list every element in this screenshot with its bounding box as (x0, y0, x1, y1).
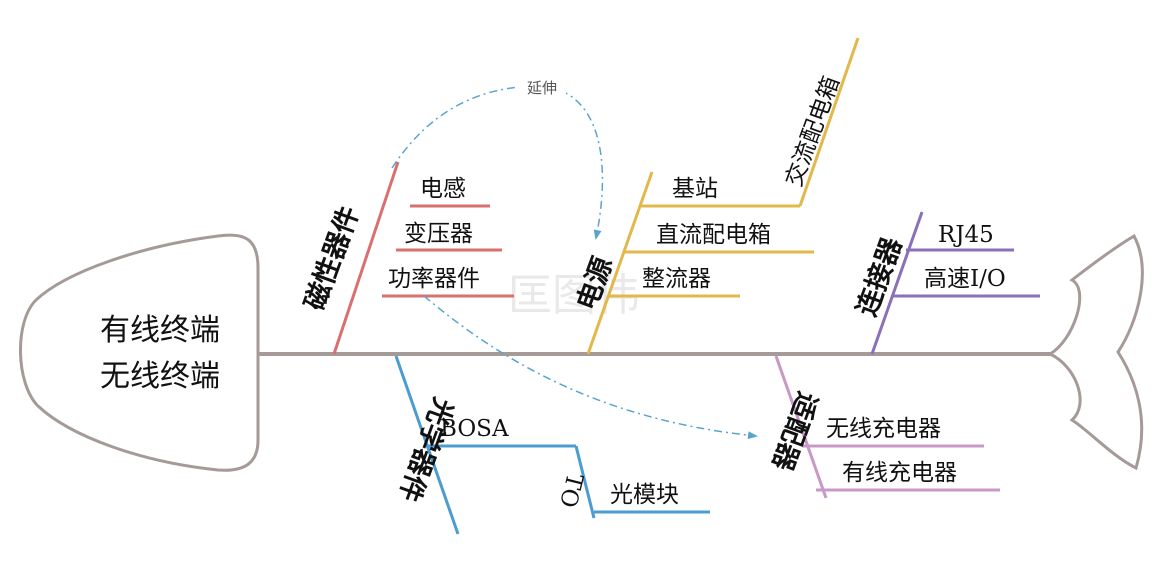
fish-tail (1046, 233, 1144, 471)
item-rj45: RJ45 (938, 222, 994, 248)
head-label-line1: 有线终端 (100, 313, 220, 348)
branch-magnetic: 磁性器件 电感 变压器 功率器件 (299, 161, 514, 355)
fish-head (19, 233, 260, 472)
item-transformer: 变压器 (404, 221, 473, 247)
item-wireless-charger: 无线充电器 (826, 416, 941, 442)
item-inductor: 电感 (420, 176, 466, 202)
item-dc-distribution-box: 直流配电箱 (656, 222, 771, 248)
item-wired-charger: 有线充电器 (842, 460, 957, 486)
item-power-device: 功率器件 (388, 266, 480, 292)
item-bosa: BOSA (440, 416, 509, 442)
category-label-optical: 光学器件 (392, 393, 459, 506)
item-base-station: 基站 (672, 176, 718, 202)
extension-arrow-to-power (391, 85, 604, 240)
branch-optical: 光学器件 BOSA TO 光模块 (392, 355, 710, 535)
annotation-bg (518, 76, 566, 98)
category-label-magnetic: 磁性器件 (299, 202, 365, 314)
branch-connector: 连接器 RJ45 高速I/O (851, 211, 1040, 355)
item-rectifier: 整流器 (642, 266, 711, 292)
extension-arrow-to-adapter (423, 295, 758, 440)
item-high-speed-io: 高速I/O (924, 266, 1006, 292)
head-label-line2: 无线终端 (100, 359, 220, 394)
annotation-extension-label: 延伸 (527, 79, 557, 97)
branch-adapter: 适配器 无线充电器 有线充电器 (765, 355, 1000, 499)
item-to: TO (554, 471, 588, 510)
item-optical-module: 光模块 (610, 482, 679, 508)
